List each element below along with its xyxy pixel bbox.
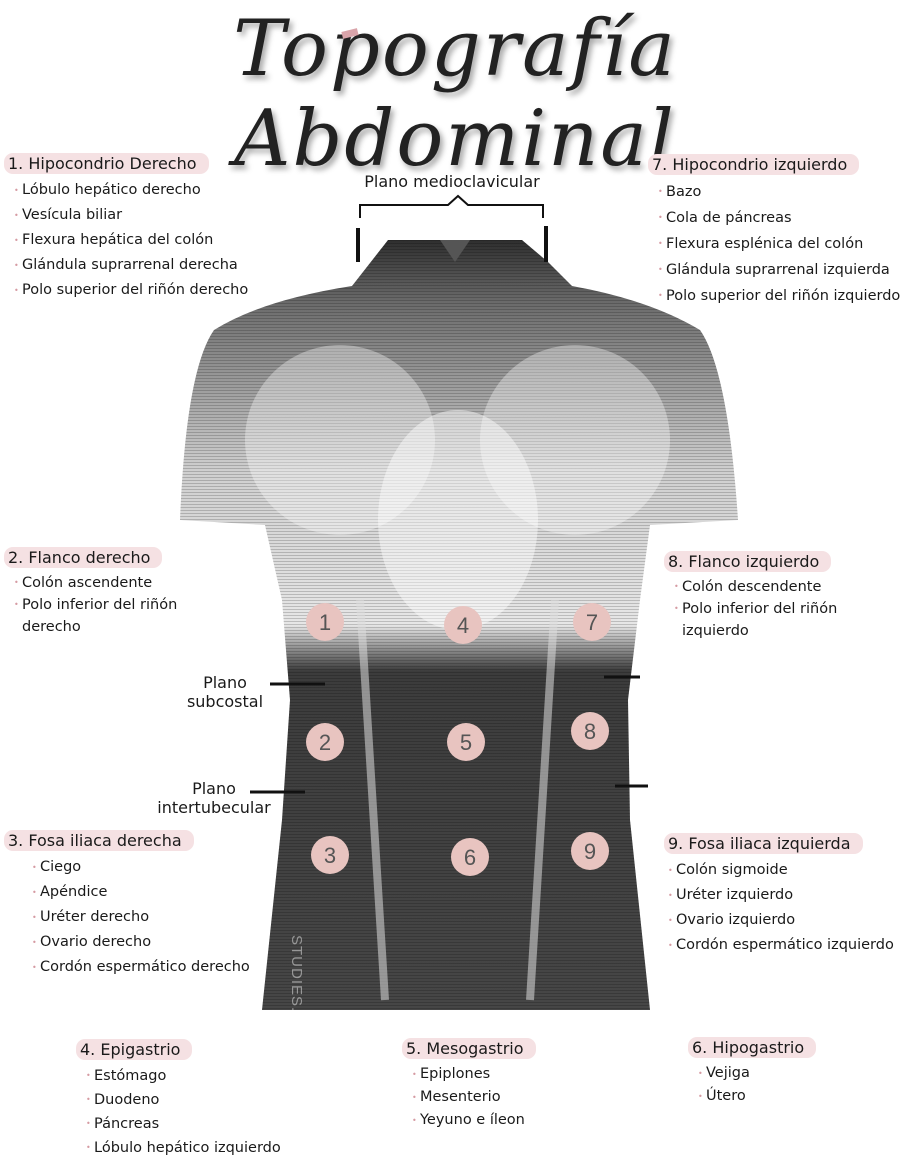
region-heading: 7. Hipocondrio izquierdo: [648, 154, 859, 175]
region-marker-label-8: 8: [584, 719, 596, 744]
region-item-list: Lóbulo hepático derecho Vesícula biliar …: [4, 178, 264, 303]
region-marker-label-6: 6: [464, 845, 476, 870]
region-item: Duodeno: [94, 1088, 306, 1112]
region-item: Ciego: [40, 855, 264, 880]
region-item: Cordón espermático derecho: [40, 955, 264, 980]
region-marker-label-3: 3: [324, 843, 336, 868]
intertubercular-plane-label: Plano intertubecular: [150, 779, 278, 817]
region-item: Polo inferior del riñón izquierdo: [682, 598, 904, 642]
region-item: Polo superior del riñón derecho: [22, 278, 264, 303]
subcostal-label-line1: Plano: [184, 673, 266, 692]
midclavicular-plane-label: Plano medioclavicular: [362, 172, 542, 191]
region-item: Glándula suprarrenal izquierda: [666, 257, 908, 283]
region-item: Ovario izquierdo: [676, 908, 908, 933]
region-item: Flexura esplénica del colón: [666, 231, 908, 257]
region-item: Lóbulo hepático derecho: [22, 178, 264, 203]
region-heading: 4. Epigastrio: [76, 1039, 192, 1060]
region-9-block: 9. Fosa iliaca izquierda Colón sigmoide …: [664, 833, 908, 958]
region-item: Uréter izquierdo: [676, 883, 908, 908]
region-item-list: Bazo Cola de páncreas Flexura esplénica …: [648, 179, 908, 309]
region-item: Páncreas: [94, 1112, 306, 1136]
region-heading: 6. Hipogastrio: [688, 1037, 816, 1058]
region-3-block: 3. Fosa iliaca derecha Ciego Apéndice Ur…: [4, 830, 264, 980]
region-item-list: Colón sigmoide Uréter izquierdo Ovario i…: [664, 858, 908, 958]
region-heading: 9. Fosa iliaca izquierda: [664, 833, 863, 854]
region-item: Polo superior del riñón izquierdo: [666, 283, 908, 309]
watermark: STUDIES.HY: [288, 935, 305, 1035]
region-item: Epiplones: [420, 1063, 582, 1086]
subcostal-plane-label: Plano subcostal: [184, 673, 266, 711]
region-item: Ovario derecho: [40, 930, 264, 955]
region-1-block: 1. Hipocondrio Derecho Lóbulo hepático d…: [4, 153, 264, 303]
region-marker-label-1: 1: [319, 610, 331, 635]
region-marker-label-2: 2: [319, 730, 331, 755]
region-item: Vejiga: [706, 1062, 858, 1085]
region-marker-label-9: 9: [584, 839, 596, 864]
region-item: Estómago: [94, 1064, 306, 1088]
region-item: Cordón espermático izquierdo: [676, 933, 908, 958]
region-marker-label-4: 4: [457, 613, 469, 638]
region-heading: 8. Flanco izquierdo: [664, 551, 831, 572]
region-item-list: Colón ascendente Polo inferior del riñón…: [4, 572, 204, 638]
region-item: Mesenterio: [420, 1086, 582, 1109]
region-item: Glándula suprarrenal derecha: [22, 253, 264, 278]
intertubercular-label-line2: intertubecular: [150, 798, 278, 817]
region-item-list: Colón descendente Polo inferior del riñó…: [664, 576, 904, 642]
region-item-list: Vejiga Útero: [688, 1062, 858, 1108]
region-item: Uréter derecho: [40, 905, 264, 930]
region-4-block: 4. Epigastrio Estómago Duodeno Páncreas …: [76, 1039, 306, 1160]
region-item: Colón descendente: [682, 576, 904, 598]
region-heading: 3. Fosa iliaca derecha: [4, 830, 194, 851]
region-2-block: 2. Flanco derecho Colón ascendente Polo …: [4, 547, 204, 638]
region-item: Yeyuno e íleon: [420, 1109, 582, 1132]
region-item: Polo inferior del riñón derecho: [22, 594, 204, 638]
region-7-block: 7. Hipocondrio izquierdo Bazo Cola de pá…: [648, 153, 908, 309]
region-heading: 5. Mesogastrio: [402, 1038, 536, 1059]
intertubercular-label-line1: Plano: [150, 779, 278, 798]
region-item: Apéndice: [40, 880, 264, 905]
region-item: Cola de páncreas: [666, 205, 908, 231]
region-item: Vesícula biliar: [22, 203, 264, 228]
region-8-block: 8. Flanco izquierdo Colón descendente Po…: [664, 551, 904, 642]
region-item: Lóbulo hepático izquierdo: [94, 1136, 306, 1160]
region-item: Bazo: [666, 179, 908, 205]
region-item: Colón sigmoide: [676, 858, 908, 883]
region-item-list: Ciego Apéndice Uréter derecho Ovario der…: [4, 855, 264, 980]
region-heading: 1. Hipocondrio Derecho: [4, 153, 209, 174]
region-6-block: 6. Hipogastrio Vejiga Útero: [688, 1037, 858, 1108]
region-item-list: Estómago Duodeno Páncreas Lóbulo hepátic…: [76, 1064, 306, 1160]
region-5-block: 5. Mesogastrio Epiplones Mesenterio Yeyu…: [402, 1038, 582, 1132]
region-item-list: Epiplones Mesenterio Yeyuno e íleon: [402, 1063, 582, 1132]
region-item: Útero: [706, 1085, 858, 1108]
region-marker-label-7: 7: [586, 610, 598, 635]
region-item: Colón ascendente: [22, 572, 204, 594]
region-marker-label-5: 5: [460, 730, 472, 755]
midclavicular-bracket: [360, 196, 543, 218]
subcostal-label-line2: subcostal: [184, 692, 266, 711]
region-heading: 2. Flanco derecho: [4, 547, 162, 568]
region-item: Flexura hepática del colón: [22, 228, 264, 253]
